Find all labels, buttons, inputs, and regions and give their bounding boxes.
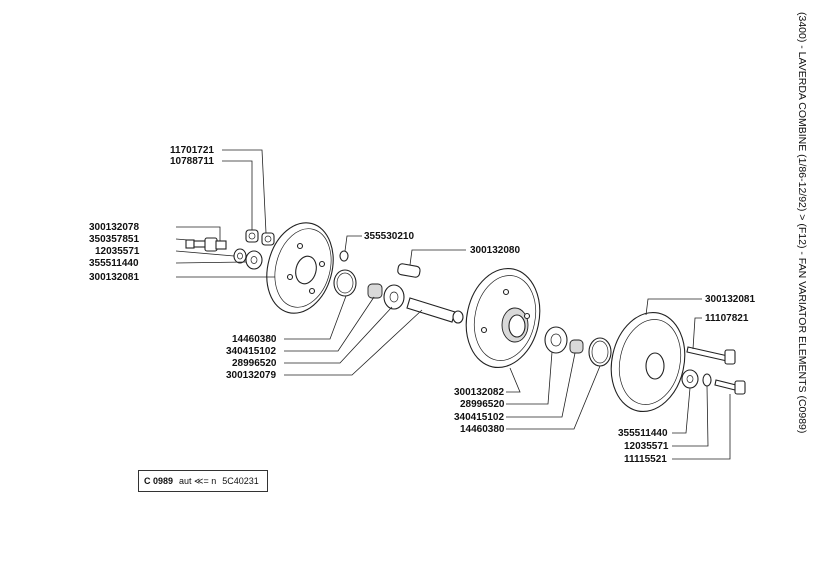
washer-right: [681, 369, 699, 389]
part-label: 340415102: [454, 412, 504, 423]
pulley-disc-left: [266, 222, 334, 314]
washer-small-top: [339, 250, 349, 262]
part-number-labels: 11701721 10788711 300132078 350357851 12…: [89, 145, 755, 465]
part-label: 300132079: [226, 370, 276, 381]
part-label: 355530210: [364, 231, 414, 242]
part-label: 350357851: [89, 234, 139, 245]
hub-disc-center: [465, 267, 541, 369]
washer-left: [233, 248, 247, 264]
diagram-title: (3400) - LAVERDA COMBINE (1/86-12/92) > …: [796, 12, 808, 433]
stamp-code: C 0989: [144, 476, 174, 486]
part-label: 28996520: [232, 358, 277, 369]
part-label: 28996520: [460, 399, 505, 410]
shaft: [406, 297, 464, 324]
nut-top-a: [245, 229, 259, 243]
part-label: 11107821: [705, 313, 749, 324]
o-ring-left: [333, 269, 357, 297]
lock-washer-right: [702, 373, 712, 387]
part-label: 11701721: [170, 145, 214, 156]
drawing-stamp: C 0989 aut ≪= n 5C40231: [138, 470, 268, 492]
part-label: 355511440: [618, 428, 668, 439]
bolt-right-long: [686, 346, 736, 365]
part-label: 12035571: [95, 246, 140, 257]
part-label: 300132078: [89, 222, 139, 233]
nut-top-b: [261, 232, 275, 246]
part-label: 300132081: [705, 294, 755, 305]
part-label: 14460380: [460, 424, 505, 435]
nut-left: [245, 250, 263, 270]
bearing-center: [544, 326, 568, 354]
bearing-left: [383, 284, 405, 310]
part-label: 300132082: [454, 387, 504, 398]
part-label: 300132081: [89, 272, 139, 283]
part-label: 12035571: [624, 441, 669, 452]
part-label: 355511440: [89, 258, 139, 269]
part-label: 340415102: [226, 346, 276, 357]
part-label: 300132080: [470, 245, 520, 256]
pulley-disc-right: [610, 311, 686, 413]
sleeve-300132080: [397, 263, 421, 278]
part-label: 14460380: [232, 334, 277, 345]
leader-lines: [175, 149, 731, 460]
part-label: 11115521: [624, 454, 667, 465]
bushing-left: [367, 283, 383, 299]
stamp-ref: 5C40231: [222, 476, 259, 486]
stamp-note: aut ≪= n: [179, 475, 217, 486]
bolt-left: [185, 237, 227, 252]
o-ring-center: [588, 337, 612, 367]
bushing-center: [569, 339, 584, 354]
part-label: 10788711: [170, 156, 214, 167]
bolt-right-short: [714, 379, 746, 395]
